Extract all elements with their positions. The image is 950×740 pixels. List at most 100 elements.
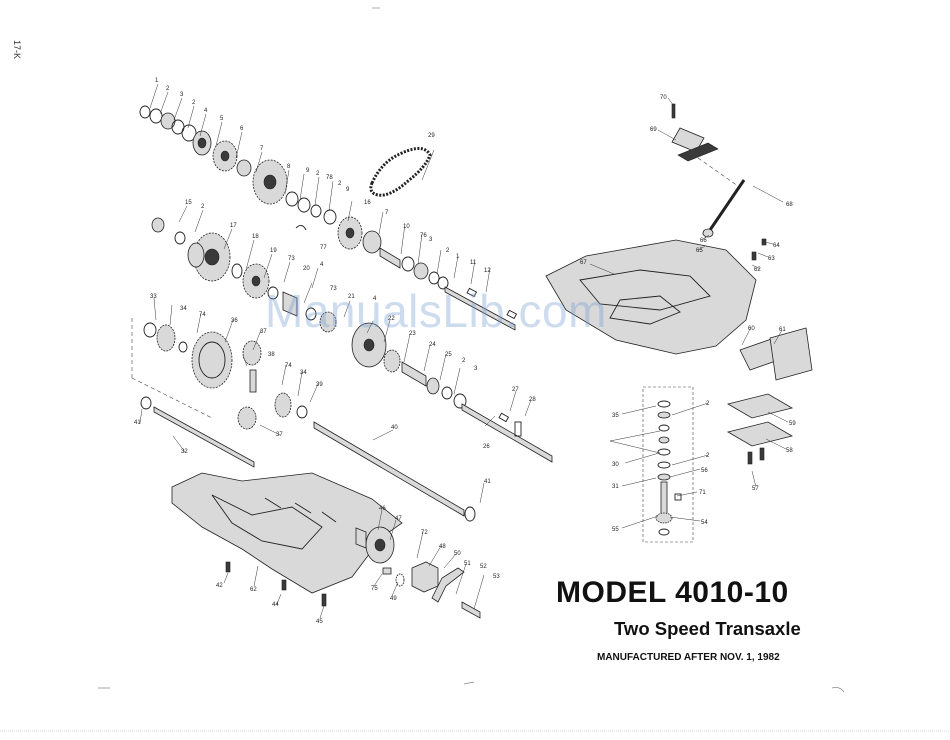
part-label: 2: [706, 401, 710, 407]
part-label: 2: [192, 100, 196, 106]
part-label: 24: [429, 342, 436, 348]
part-label: 74: [285, 363, 292, 369]
part-label: 4: [320, 262, 324, 268]
part-label: 41: [484, 479, 491, 485]
part-label: 41: [134, 420, 141, 426]
part-label: 48: [439, 544, 446, 550]
part-label: 53: [493, 574, 500, 580]
part-label: 9: [306, 168, 310, 174]
part-label: 35: [612, 413, 619, 419]
part-label: 76: [420, 233, 427, 239]
second-gear-row: [151, 217, 553, 463]
part-label: 50: [454, 551, 461, 557]
part-label: 7: [260, 146, 264, 152]
subtitle: Two Speed Transaxle: [614, 618, 801, 639]
part-label: 77: [320, 245, 327, 251]
part-label: 54: [701, 520, 708, 526]
part-label: 7: [385, 210, 389, 216]
part-label: 20: [303, 266, 310, 272]
part-label: 60: [748, 326, 755, 332]
part-label: 10: [403, 224, 410, 230]
part-label: 2: [338, 181, 342, 187]
part-label: 30: [612, 462, 619, 468]
part-label: 36: [231, 318, 238, 324]
part-label: 61: [779, 327, 786, 333]
part-label: 22: [388, 316, 395, 322]
lower-housing: [171, 472, 403, 607]
part-label: 16: [364, 200, 371, 206]
cover-plates: [726, 327, 813, 465]
upper-housing: [545, 103, 767, 355]
part-label: 18: [252, 234, 259, 240]
part-label: 45: [316, 619, 323, 625]
part-label: 56: [701, 468, 708, 474]
part-label: 2: [462, 358, 466, 364]
sprocket-row: [337, 216, 518, 331]
part-label: 57: [752, 486, 759, 492]
part-label: 29: [428, 133, 435, 139]
part-label: 23: [409, 331, 416, 337]
part-label: 5: [220, 116, 224, 122]
part-label: 37: [260, 329, 267, 335]
part-label: 55: [612, 527, 619, 533]
part-label: 64: [773, 243, 780, 249]
part-label: 67: [580, 260, 587, 266]
part-label: 19: [270, 248, 277, 254]
part-label: 8: [287, 164, 291, 170]
part-label: 1: [456, 254, 460, 260]
axle-shafts: [140, 396, 476, 522]
part-label: 44: [272, 602, 279, 608]
part-label: 65: [696, 248, 703, 254]
part-label: 28: [529, 397, 536, 403]
part-label: 2: [166, 86, 170, 92]
part-label: 40: [391, 425, 398, 431]
model-title: MODEL 4010-10: [556, 576, 789, 609]
leader-lines: [139, 83, 789, 619]
part-label: 39: [316, 382, 323, 388]
part-label: 69: [650, 127, 657, 133]
part-label: 3: [429, 237, 433, 243]
page-edge-marks: [0, 681, 950, 732]
part-label: 34: [180, 306, 187, 312]
manufactured-note: MANUFACTURED AFTER NOV. 1, 1982: [597, 652, 780, 663]
watermark: ManualsLib.com: [265, 285, 607, 337]
part-label: 42: [216, 583, 223, 589]
page-code: 17-K: [12, 40, 22, 60]
part-label: 73: [288, 256, 295, 262]
part-label: 26: [483, 444, 490, 450]
part-label: 21: [348, 294, 355, 300]
part-label: 70: [660, 95, 667, 101]
part-label: 3: [180, 92, 184, 98]
drive-chain: [369, 147, 432, 197]
part-label: 71: [699, 490, 706, 496]
part-label: 33: [150, 294, 157, 300]
part-label: 27: [512, 387, 519, 393]
part-label: 74: [199, 312, 206, 318]
part-label: 47: [395, 516, 402, 522]
part-label: 75: [371, 586, 378, 592]
part-label: 46: [379, 506, 386, 512]
upper-gear-row: [139, 105, 337, 231]
part-label: 1: [155, 78, 159, 84]
part-label: 2: [316, 171, 320, 177]
part-label: 73: [330, 286, 337, 292]
part-label: 63: [768, 256, 775, 262]
part-label: 52: [480, 564, 487, 570]
part-label: 51: [464, 561, 471, 567]
part-label: 17: [230, 223, 237, 229]
part-label: 49: [390, 596, 397, 602]
part-label: 12: [484, 268, 491, 274]
part-label: 68: [786, 202, 793, 208]
part-label: 4: [204, 108, 208, 114]
shift-assembly-box: [642, 386, 694, 543]
part-label: 72: [421, 530, 428, 536]
part-label: 78: [326, 175, 333, 181]
part-label: 62: [754, 267, 761, 273]
part-label: 66: [700, 238, 707, 244]
part-label: 34: [300, 370, 307, 376]
part-label: 2: [706, 453, 710, 459]
part-label: 62: [250, 587, 257, 593]
differential-group: [131, 318, 308, 430]
part-label: 11: [470, 260, 477, 266]
